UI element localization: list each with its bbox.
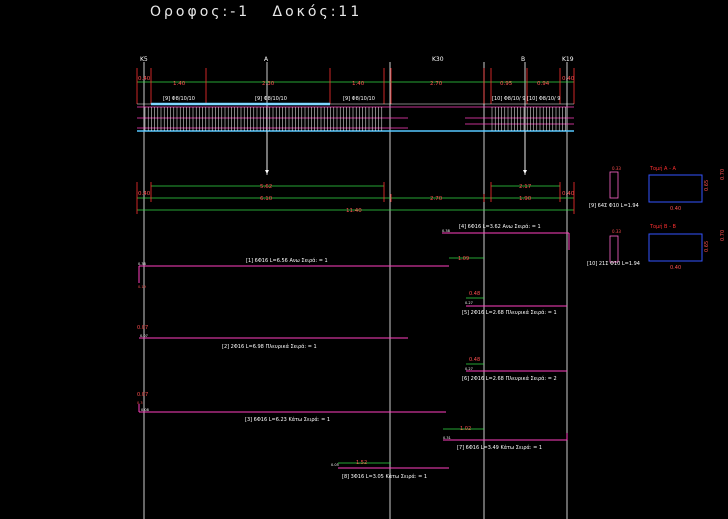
bar-1-label: [1] 6Φ16 L=6.56 Ανω Σειρά: = 1 bbox=[246, 257, 328, 264]
grid-label-a: A bbox=[264, 56, 269, 63]
bar-3-dim: 0.07 bbox=[137, 392, 148, 398]
mid-dim-r2e: 0.40 bbox=[562, 191, 575, 197]
bar-6-hook: 0.27 bbox=[465, 367, 473, 371]
section-a-width: 0.40 bbox=[670, 206, 681, 212]
bar-3-label: [3] 6Φ16 L=6.23 Κάτω Σειρά: = 1 bbox=[245, 416, 330, 423]
bar-3-left: 0.3 bbox=[137, 401, 143, 405]
bar-4-label: [4] 6Φ16 L=3.62 Ανω Σειρά: = 1 bbox=[459, 223, 541, 230]
bar-2-hook: 0.07 bbox=[140, 334, 148, 338]
section-a-height: 0.65 bbox=[704, 180, 710, 191]
bar-3-hook: 0.08 bbox=[141, 408, 149, 412]
section-a-rect bbox=[648, 174, 703, 203]
bar-7-hook: 0.31 bbox=[443, 436, 451, 440]
stirrup-label-2: [9] Φ8/10/10 bbox=[255, 96, 287, 102]
section-a-title: Τομή Α - Α bbox=[649, 165, 676, 172]
bar-8-hook: 0.05 bbox=[331, 463, 339, 467]
top-dim-6: 0.95 bbox=[500, 81, 513, 87]
stirrup-label-3: [9] Φ8/10/10 bbox=[343, 96, 375, 102]
top-dim-7: 0.94 bbox=[537, 81, 550, 87]
stirrup-label-5: [10] Φ8/10/ 9 bbox=[527, 96, 560, 102]
bar-4-hook: 0.38 bbox=[442, 229, 450, 233]
section-b-title: Τομή Β - Β bbox=[649, 223, 676, 230]
top-dim-1: 0.40 bbox=[138, 76, 151, 82]
mid-dim-r1: 5.62 bbox=[260, 184, 272, 190]
top-dim-3: 2.30 bbox=[262, 81, 275, 87]
top-dim-2: 1.40 bbox=[173, 81, 186, 87]
section-label-10: [10] 21Σ Φ10 L=1.94 bbox=[587, 261, 640, 267]
mid-dim-r2b: 6.10 bbox=[260, 196, 273, 202]
bar-1-left: 0.19 bbox=[138, 285, 146, 289]
mid-dim-r1b: 2.17 bbox=[519, 184, 532, 190]
bar-5-label: [5] 2Φ16 L=2.68 Πλευρικά Σειρά: = 1 bbox=[462, 309, 557, 316]
section-b-height: 0.65 bbox=[704, 241, 710, 252]
bar-2-label: [2] 2Φ16 L=6.98 Πλευρικά Σειρά: = 1 bbox=[222, 343, 317, 350]
section-b-width: 0.40 bbox=[670, 265, 681, 271]
stirrup-shape-10 bbox=[609, 235, 619, 263]
beam-elevation: [9] Φ8/10/10 [9] Φ8/10/10 [9] Φ8/10/10 [… bbox=[137, 96, 574, 174]
section-a-height-2: 0.70 bbox=[720, 169, 726, 180]
mid-dim-r2c: 2.70 bbox=[430, 196, 443, 202]
bar-2-dim: 0.07 bbox=[137, 325, 148, 331]
bar-1-lap: 1.09 bbox=[458, 256, 469, 262]
stirrup-shape-9 bbox=[609, 171, 619, 199]
grid-label-k19: K19 bbox=[562, 56, 574, 63]
bar-7-label: [7] 6Φ16 L=3.49 Κάτω Σειρά: = 1 bbox=[457, 444, 542, 451]
section-b-height-2: 0.70 bbox=[720, 230, 726, 241]
mid-dim-r2a: 0.40 bbox=[138, 191, 151, 197]
top-dim-5: 2.70 bbox=[430, 81, 443, 87]
stirrup-dim-9: 0.33 bbox=[612, 166, 621, 171]
top-dim-4: 1.40 bbox=[352, 81, 365, 87]
stirrup-dim-10: 0.33 bbox=[612, 229, 621, 234]
mid-dim-r3: 11.40 bbox=[346, 208, 362, 214]
section-label-9: [9] 64Σ Φ10 L=1.94 bbox=[589, 203, 639, 209]
grid-label-k30: K30 bbox=[432, 56, 444, 63]
drawing-title: Οροφος:-1 Δοκός:11 bbox=[150, 4, 363, 20]
bar-8-label: [8] 3Φ16 L=3.05 Κάτω Σειρά: = 1 bbox=[342, 473, 427, 480]
bar-5-dim: 0.48 bbox=[469, 291, 480, 297]
bar-8-dim: 1.52 bbox=[356, 460, 367, 466]
middle-dimensions: 5.62 2.17 0.40 6.10 2.70 1.90 0.40 11.40 bbox=[136, 182, 575, 214]
bar-7-dim: 1.02 bbox=[460, 426, 471, 432]
grid-label-b: B bbox=[521, 56, 525, 63]
stirrup-label-4: [10] Φ8/10/ 9 bbox=[492, 96, 525, 102]
section-b-rect bbox=[648, 233, 703, 262]
top-dimension-line: 0.40 1.40 2.30 1.40 2.70 0.95 0.94 0.40 bbox=[136, 68, 575, 104]
top-dim-8: 0.40 bbox=[562, 76, 575, 82]
cross-sections: 0.33 [9] 64Σ Φ10 L=1.94 0.33 [10] 21Σ Φ1… bbox=[587, 165, 726, 271]
bar-5-hook: 0.27 bbox=[465, 301, 473, 305]
bar-6-dim: 0.48 bbox=[469, 357, 480, 363]
bar-6-label: [6] 2Φ16 L=2.68 Πλευρικά Σειρά: = 2 bbox=[462, 375, 557, 382]
stirrup-ticks bbox=[144, 107, 566, 131]
grid-label-k5: K5 bbox=[140, 56, 148, 63]
reinforcement-bars: 0.38 [4] 6Φ16 L=3.62 Ανω Σειρά: = 1 0.38… bbox=[137, 223, 570, 480]
bar-1-hook: 0.38 bbox=[138, 262, 146, 266]
mid-dim-r2d: 1.90 bbox=[519, 196, 532, 202]
stirrup-label-1: [9] Φ8/10/10 bbox=[163, 96, 195, 102]
